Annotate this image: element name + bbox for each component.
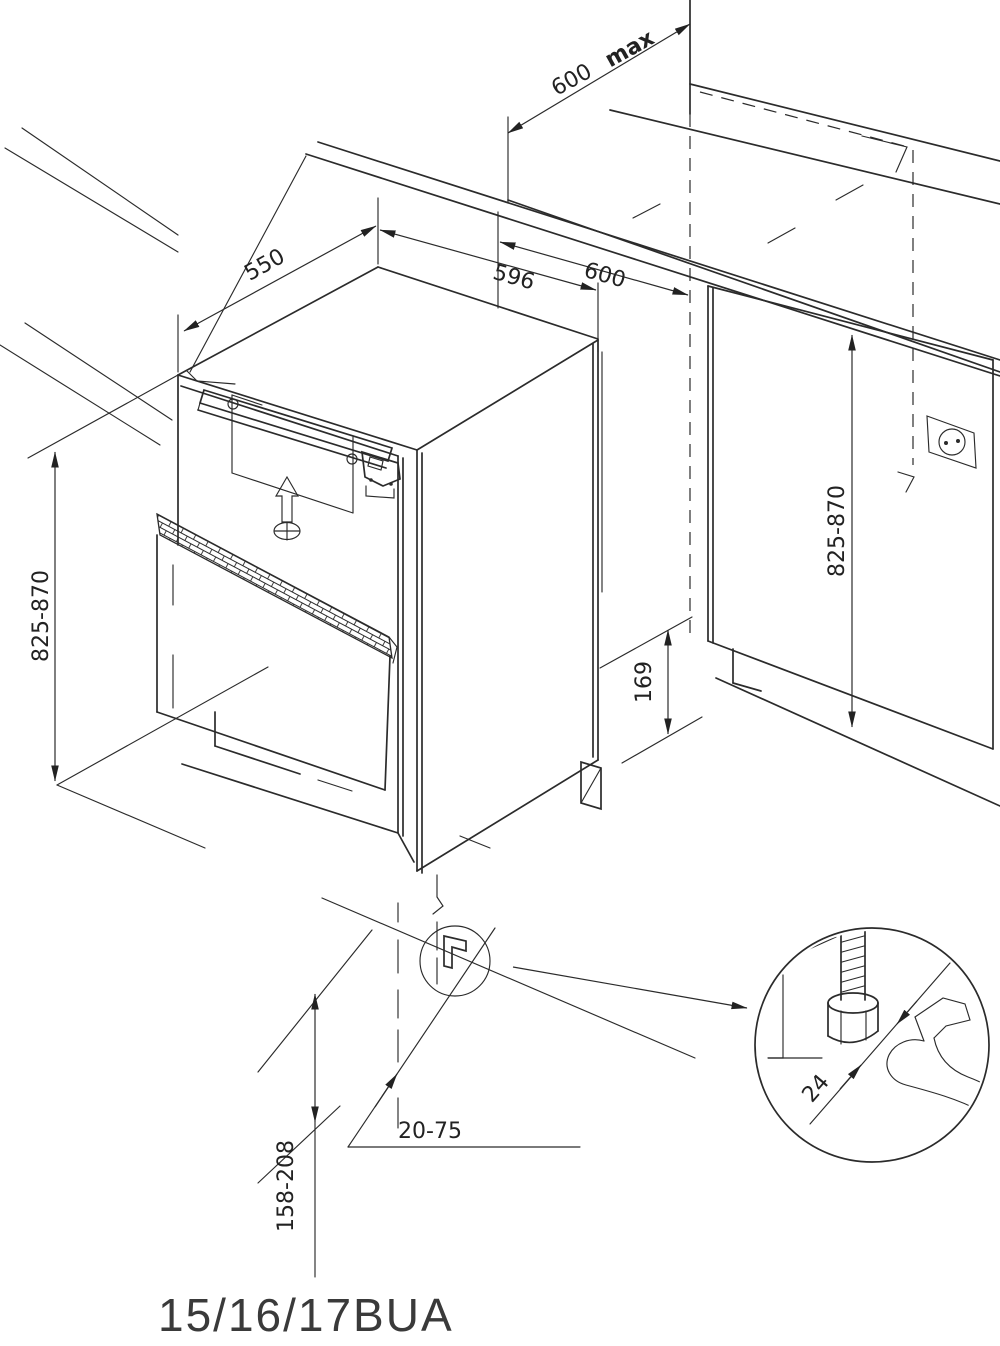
detail-view-circle	[754, 927, 990, 1163]
decor-panel	[156, 534, 391, 791]
rear-recess-label: 169	[632, 661, 657, 703]
decor-strip	[156, 512, 398, 664]
socket-icon	[926, 415, 977, 469]
mounting-rail	[197, 388, 394, 469]
dim-height-right: 825-870	[825, 334, 856, 728]
dim-counter-depth: 600 max	[507, 23, 691, 203]
adjacent-side-panel	[707, 285, 994, 750]
dim-height-left: 825-870	[29, 451, 59, 782]
dim-spanner-size: 24	[797, 962, 951, 1125]
rail-template-outline	[231, 394, 354, 514]
screw-icon	[273, 475, 301, 541]
plinth-recess-label: 20-75	[398, 1119, 462, 1144]
detail-view-content: 24	[767, 931, 986, 1132]
detail-callout: 24	[419, 925, 990, 1163]
dim-foot-height: 158-208	[257, 929, 373, 1278]
dim-cabinet-depth: 550	[177, 197, 379, 373]
threaded-foot	[840, 931, 866, 1001]
floor-lines	[56, 666, 1000, 1059]
cabinet-door	[177, 374, 415, 863]
background-walls	[0, 0, 1000, 1059]
counter-depth-suffix: max	[601, 26, 659, 73]
dim-rear-recess: 169	[599, 616, 703, 764]
rear-foot	[580, 760, 602, 811]
foot-height-label: 158-208	[274, 1140, 299, 1232]
cabinet-right-side	[416, 339, 603, 874]
detail-marker-circle	[419, 925, 491, 997]
plinth-base	[214, 711, 491, 849]
front-foot	[443, 934, 467, 970]
detail-leader-arrow	[512, 966, 748, 1010]
dim-cabinet-width: 596	[379, 229, 599, 353]
foot-nut	[827, 992, 879, 1045]
plinth-reference-dashes	[397, 874, 444, 1129]
height-right-label: 825-870	[825, 485, 850, 577]
cabinet-width-label: 596	[490, 260, 537, 295]
height-left-label: 825-870	[29, 570, 54, 662]
wrench-icon	[886, 997, 986, 1132]
cabinet	[156, 266, 603, 1129]
dim-plinth-recess: 20-75	[347, 927, 581, 1148]
cabinet-depth-label: 550	[240, 244, 289, 286]
model-label: 15/16/17BUA	[158, 1289, 454, 1341]
fixing-bracket	[361, 450, 401, 499]
